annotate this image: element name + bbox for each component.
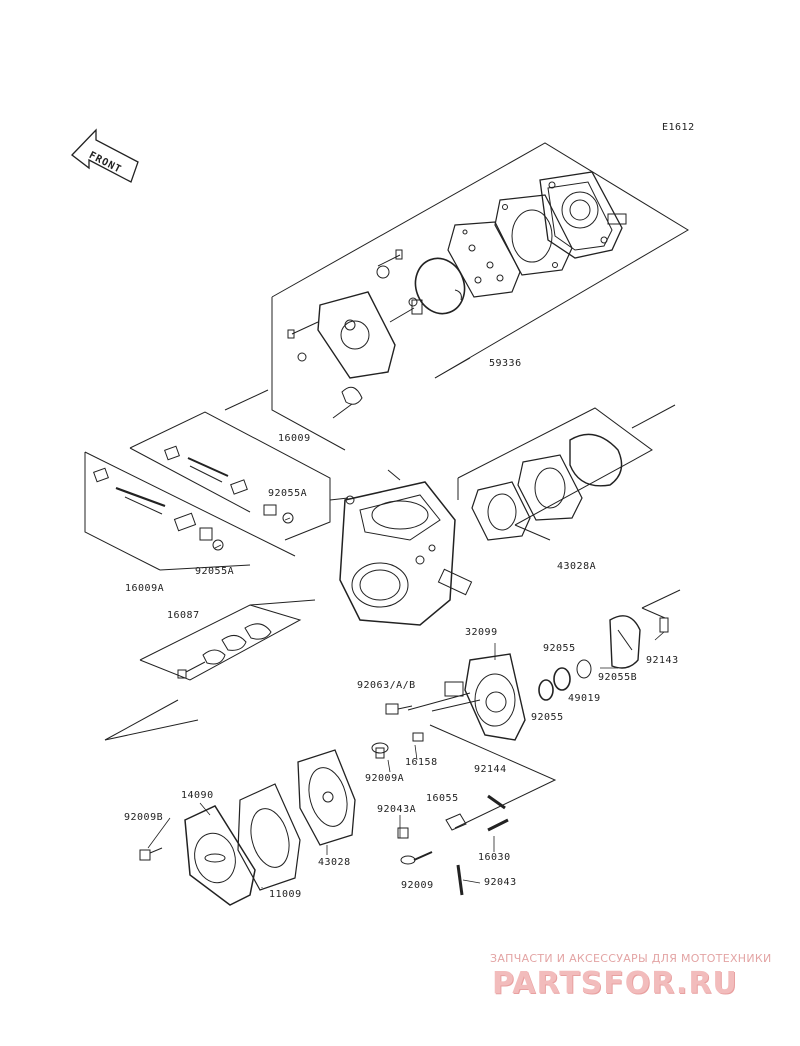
part-number-label[interactable]: 49019	[568, 693, 601, 704]
part-number-label[interactable]: 59336	[489, 358, 522, 369]
part-number-label[interactable]: 92009	[401, 880, 434, 891]
part-number-label[interactable]: 92055B	[598, 672, 638, 683]
part-number-label[interactable]: 92055A	[195, 566, 235, 577]
watermark-tagline: ЗАПЧАСТИ И АКСЕССУАРЫ ДЛЯ МОТОТЕХНИКИ	[490, 952, 772, 965]
diagram-code: E1612	[662, 122, 695, 133]
part-number-label[interactable]: 32099	[465, 627, 498, 638]
pump-screws	[287, 249, 418, 419]
part-number-label[interactable]: 92043A	[377, 804, 417, 815]
part-number-label[interactable]: 16009	[278, 433, 311, 444]
part-number-label[interactable]: 92009A	[365, 773, 405, 784]
part-number-label[interactable]: 11009	[269, 889, 302, 900]
gasket-group-frame	[457, 404, 676, 541]
front-arrow-icon	[71, 128, 139, 183]
watermark-logo: PARTSFOR.RU	[492, 966, 738, 1001]
accelerator-pump-body	[431, 653, 526, 741]
cap-cover	[609, 615, 641, 669]
part-number-label[interactable]: 92055	[531, 712, 564, 723]
part-number-label[interactable]: 43028	[318, 857, 351, 868]
part-number-label[interactable]: 16158	[405, 757, 438, 768]
seal-rings	[538, 659, 592, 701]
small-bracket-frame	[641, 589, 681, 633]
part-number-label[interactable]: 92143	[646, 655, 679, 666]
fuel-pump-group-frame	[224, 142, 689, 451]
pump-diaphragm-plate	[494, 194, 573, 276]
pump-gasket	[447, 221, 521, 298]
part-number-label[interactable]: 92043	[484, 877, 517, 888]
part-number-label[interactable]: 92055	[543, 643, 576, 654]
lower-screws	[139, 703, 509, 896]
part-number-label[interactable]: 92063/A/B	[357, 680, 416, 691]
part-number-label[interactable]: 43028A	[557, 561, 597, 572]
metering-diaphragm	[297, 749, 356, 846]
diaphragm-cover	[184, 805, 256, 906]
part-number-label[interactable]: 16055	[426, 793, 459, 804]
fuel-pump-cover	[539, 171, 627, 259]
part-number-label[interactable]: 92144	[474, 764, 507, 775]
diaphragm-gasket	[237, 783, 301, 891]
part-number-label[interactable]: 14090	[181, 790, 214, 801]
fuel-pump-body	[317, 291, 423, 379]
part-number-label[interactable]: 92009B	[124, 812, 164, 823]
pilot-screw-group-frame	[129, 411, 331, 541]
part-number-label[interactable]: 16030	[478, 852, 511, 863]
valve-group-frame	[139, 599, 316, 681]
part-number-label[interactable]: 16009A	[125, 583, 165, 594]
lower-group-frame	[104, 692, 557, 829]
carburetor-body	[329, 469, 473, 626]
part-number-label[interactable]: 92055A	[268, 488, 308, 499]
leader-lines	[147, 517, 665, 888]
pump-o-ring	[414, 257, 466, 315]
part-number-label[interactable]: 16087	[167, 610, 200, 621]
idle-screw-group-frame	[84, 451, 296, 571]
